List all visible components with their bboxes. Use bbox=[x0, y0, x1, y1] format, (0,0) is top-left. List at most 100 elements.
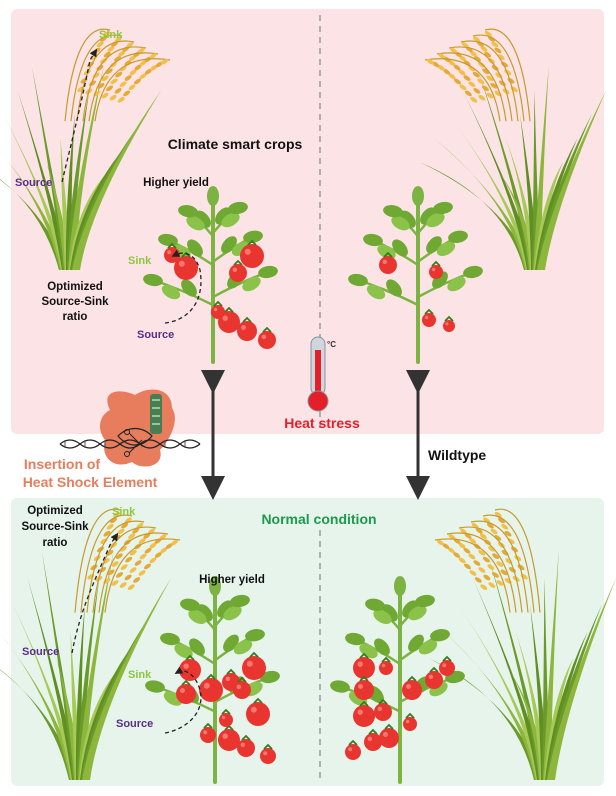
rice-grain bbox=[473, 88, 481, 94]
tomato-highlight bbox=[442, 663, 447, 668]
rice-grain bbox=[129, 69, 137, 76]
rice-grain bbox=[138, 538, 146, 544]
rice-grain bbox=[486, 522, 494, 529]
tomato-highlight bbox=[240, 742, 246, 748]
tomato-highlight bbox=[261, 334, 267, 340]
label-optimized-top-1: Optimized bbox=[47, 281, 103, 293]
tomato-highlight bbox=[445, 322, 449, 326]
rice-grain bbox=[171, 539, 179, 546]
tomato-highlight bbox=[382, 259, 388, 265]
rice-grain bbox=[129, 549, 137, 556]
rice-grain bbox=[119, 81, 127, 88]
rice-grain bbox=[478, 567, 486, 573]
rice-grain bbox=[488, 546, 496, 552]
tomato-calyx bbox=[359, 700, 369, 707]
rice-grain bbox=[426, 58, 434, 65]
tomato-calyx bbox=[429, 666, 439, 673]
tomato-fruit bbox=[246, 702, 270, 726]
tomato-leaf bbox=[207, 186, 219, 206]
rice-grain bbox=[117, 528, 125, 535]
rice-grain bbox=[134, 78, 141, 85]
label-tomato-sink-top: Sink bbox=[128, 255, 152, 267]
rice-grain bbox=[463, 75, 471, 81]
rice-grain bbox=[464, 533, 472, 539]
tomato-highlight bbox=[383, 732, 388, 737]
rice-grain bbox=[486, 92, 494, 99]
tomato-calyx bbox=[203, 722, 213, 729]
rice-stalk bbox=[74, 508, 121, 613]
rice-grain bbox=[106, 85, 114, 92]
rice-leaf bbox=[505, 138, 538, 270]
rice-grain bbox=[114, 36, 122, 43]
tomato-highlight bbox=[424, 315, 429, 320]
rice-grain bbox=[134, 560, 142, 566]
tomato-fruit bbox=[364, 733, 382, 751]
tomato-calyx bbox=[378, 698, 388, 705]
tomato-highlight bbox=[357, 661, 363, 667]
tomato-fruit bbox=[200, 727, 216, 743]
tomato-highlight bbox=[244, 248, 251, 255]
rice-leaf bbox=[13, 604, 79, 780]
tomato-highlight bbox=[381, 663, 386, 668]
rice-grain bbox=[111, 580, 119, 586]
rice-grain bbox=[479, 533, 487, 539]
rice-grain bbox=[442, 543, 450, 549]
rice-leaf bbox=[65, 114, 75, 270]
source-sink-path-rice-top bbox=[61, 48, 98, 183]
rice-grain bbox=[496, 561, 504, 567]
tomato-highlight bbox=[225, 676, 231, 682]
tomato-plant-icon bbox=[143, 186, 278, 364]
rice-grain bbox=[491, 41, 499, 48]
tomato-fruit bbox=[218, 729, 240, 751]
rice-grain bbox=[458, 557, 466, 564]
rice-grain bbox=[458, 542, 466, 549]
rice-grain bbox=[463, 547, 471, 554]
rice-grain bbox=[133, 577, 141, 583]
rice-grain bbox=[117, 96, 125, 103]
tomato-highlight bbox=[222, 315, 228, 321]
tomato-highlight bbox=[357, 709, 363, 715]
rice-grain bbox=[486, 75, 494, 82]
tomato-highlight bbox=[213, 307, 218, 312]
rice-grain bbox=[139, 73, 147, 80]
tomato-fruit bbox=[429, 265, 443, 279]
tomato-calyx bbox=[213, 300, 223, 307]
rice-grain bbox=[126, 42, 134, 48]
rice-stalk bbox=[80, 514, 133, 613]
rice-grain bbox=[103, 31, 111, 37]
rice-grain bbox=[474, 577, 482, 583]
tomato-fruit bbox=[229, 264, 247, 282]
rice-grain bbox=[494, 47, 502, 54]
tomato-leaf bbox=[436, 241, 456, 257]
rice-grain bbox=[128, 84, 136, 91]
rice-stalk bbox=[434, 538, 511, 613]
rice-grain bbox=[97, 82, 105, 89]
rice-grain bbox=[475, 527, 483, 534]
tomato-fruit bbox=[354, 680, 374, 700]
tomato-leaf bbox=[243, 230, 263, 243]
rice-grain bbox=[472, 71, 480, 78]
rice-grain bbox=[469, 570, 477, 576]
tomato-leaf bbox=[394, 576, 406, 596]
rice-grain bbox=[127, 584, 135, 591]
rice-grain bbox=[482, 556, 490, 563]
rice-grain bbox=[436, 539, 444, 546]
rice-stalk bbox=[64, 28, 111, 122]
tomato-calyx bbox=[247, 239, 257, 246]
tomato-leaf bbox=[386, 279, 402, 297]
tomato-highlight bbox=[405, 719, 410, 724]
rice-leaf bbox=[72, 90, 162, 270]
tomato-leaf bbox=[392, 239, 408, 257]
tomato-calyx bbox=[407, 675, 417, 682]
source-sink-path-tomato-bottom bbox=[164, 666, 202, 734]
tomato-highlight bbox=[358, 684, 363, 689]
tomato-calyx bbox=[405, 712, 415, 719]
tomato-highlight bbox=[180, 688, 185, 693]
tomato-leaf bbox=[433, 201, 453, 215]
rice-grain bbox=[484, 31, 492, 37]
rice-stalk bbox=[460, 40, 519, 122]
tomato-leaf bbox=[408, 605, 427, 621]
tomato-leaf bbox=[233, 639, 253, 655]
tomato-fruit bbox=[211, 305, 225, 319]
rice-grain bbox=[101, 92, 109, 99]
